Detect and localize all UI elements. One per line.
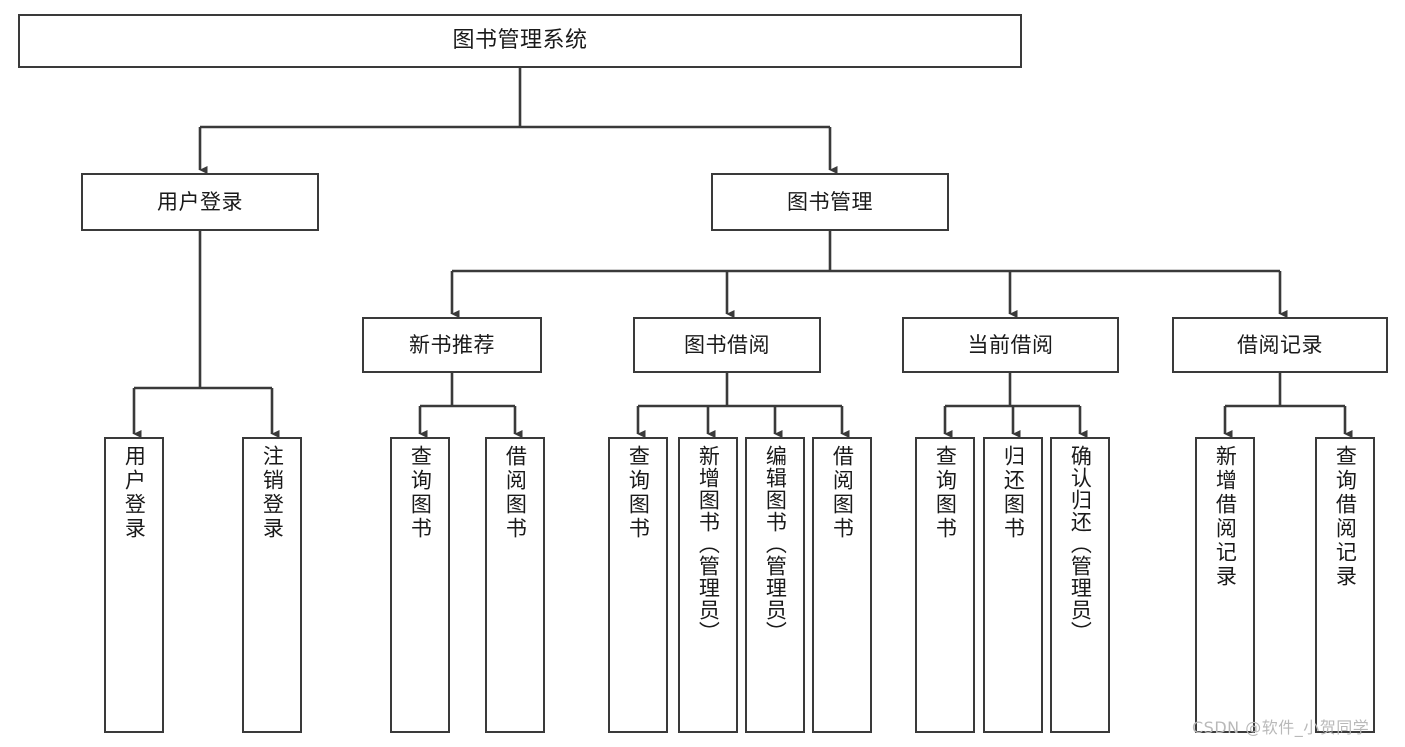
node-leaf-query-record[interactable]: 查询借阅记录 xyxy=(1315,437,1375,733)
node-leaf-add-record[interactable]: 新增借阅记录 xyxy=(1195,437,1255,733)
node-leaf-user-login[interactable]: 用户登录 xyxy=(104,437,164,733)
csdn-watermark: CSDN @软件_小贺同学 xyxy=(1192,718,1370,737)
node-leaf-confirm-return[interactable]: 确认归还（管理员） xyxy=(1050,437,1110,733)
node-user-login[interactable]: 用户登录 xyxy=(81,173,319,231)
node-leaf-add-book-label: 新增图书（管理员） xyxy=(696,445,721,643)
node-root[interactable]: 图书管理系统 xyxy=(18,14,1022,68)
node-leaf-borrow-book-1-label: 借阅图书 xyxy=(503,445,528,541)
node-book-manage-label: 图书管理 xyxy=(787,189,873,214)
node-leaf-user-logout[interactable]: 注销登录 xyxy=(242,437,302,733)
node-leaf-user-login-label: 用户登录 xyxy=(122,445,147,541)
node-borrow-record-label: 借阅记录 xyxy=(1237,332,1323,357)
node-leaf-query-book-3[interactable]: 查询图书 xyxy=(915,437,975,733)
node-leaf-add-record-label: 新增借阅记录 xyxy=(1213,445,1238,589)
node-leaf-add-book[interactable]: 新增图书（管理员） xyxy=(678,437,738,733)
node-leaf-borrow-book-2[interactable]: 借阅图书 xyxy=(812,437,872,733)
node-leaf-borrow-book-2-label: 借阅图书 xyxy=(830,445,855,541)
node-leaf-query-book-1-label: 查询图书 xyxy=(408,445,433,541)
node-leaf-confirm-return-label: 确认归还（管理员） xyxy=(1068,445,1093,643)
node-book-borrow-label: 图书借阅 xyxy=(684,332,770,357)
node-borrow-record[interactable]: 借阅记录 xyxy=(1172,317,1388,373)
node-leaf-edit-book[interactable]: 编辑图书（管理员） xyxy=(745,437,805,733)
node-leaf-user-logout-label: 注销登录 xyxy=(260,445,285,541)
node-leaf-return-book[interactable]: 归还图书 xyxy=(983,437,1043,733)
node-book-manage[interactable]: 图书管理 xyxy=(711,173,949,231)
node-leaf-query-record-label: 查询借阅记录 xyxy=(1333,445,1358,589)
node-book-borrow[interactable]: 图书借阅 xyxy=(633,317,821,373)
node-new-book-rec-label: 新书推荐 xyxy=(409,332,495,357)
node-leaf-query-book-3-label: 查询图书 xyxy=(933,445,958,541)
node-leaf-query-book-2[interactable]: 查询图书 xyxy=(608,437,668,733)
node-leaf-query-book-1[interactable]: 查询图书 xyxy=(390,437,450,733)
node-new-book-rec[interactable]: 新书推荐 xyxy=(362,317,542,373)
node-current-borrow[interactable]: 当前借阅 xyxy=(902,317,1119,373)
node-current-borrow-label: 当前借阅 xyxy=(967,332,1054,357)
node-leaf-borrow-book-1[interactable]: 借阅图书 xyxy=(485,437,545,733)
node-leaf-query-book-2-label: 查询图书 xyxy=(626,445,651,541)
node-user-login-label: 用户登录 xyxy=(157,189,243,214)
node-leaf-edit-book-label: 编辑图书（管理员） xyxy=(763,445,788,643)
node-leaf-return-book-label: 归还图书 xyxy=(1001,445,1026,541)
node-root-label: 图书管理系统 xyxy=(452,28,588,54)
